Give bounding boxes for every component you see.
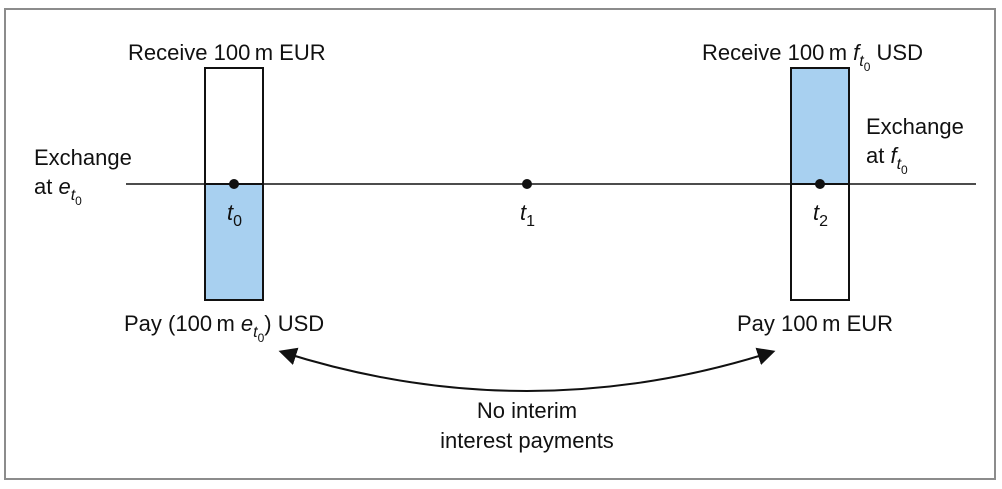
note-line1: No interim xyxy=(477,398,577,423)
left-exchange-line1: Exchange xyxy=(34,145,132,170)
point-t2 xyxy=(815,179,825,189)
label-t1: t1 xyxy=(520,200,535,230)
left-receive-label: Receive 100 m EUR xyxy=(128,40,326,65)
right-exchange-line2: at ft0 xyxy=(866,143,908,177)
point-t0 xyxy=(229,179,239,189)
note-line2: interest payments xyxy=(440,428,614,453)
left-pay-label: Pay (100 m et0) USD xyxy=(124,311,324,345)
left-pay-box xyxy=(204,183,264,301)
right-receive-label: Receive 100 m ft0 USD xyxy=(702,40,923,74)
left-receive-box xyxy=(204,67,264,185)
left-exchange-line2: at et0 xyxy=(34,174,82,208)
point-t1 xyxy=(522,179,532,189)
right-pay-box xyxy=(790,183,850,301)
label-t0: t0 xyxy=(227,200,242,230)
right-exchange-line1: Exchange xyxy=(866,114,964,139)
right-pay-label: Pay 100 m EUR xyxy=(737,311,893,336)
no-interim-arrow xyxy=(278,347,776,392)
label-t2: t2 xyxy=(813,200,828,230)
right-receive-box xyxy=(790,67,850,185)
